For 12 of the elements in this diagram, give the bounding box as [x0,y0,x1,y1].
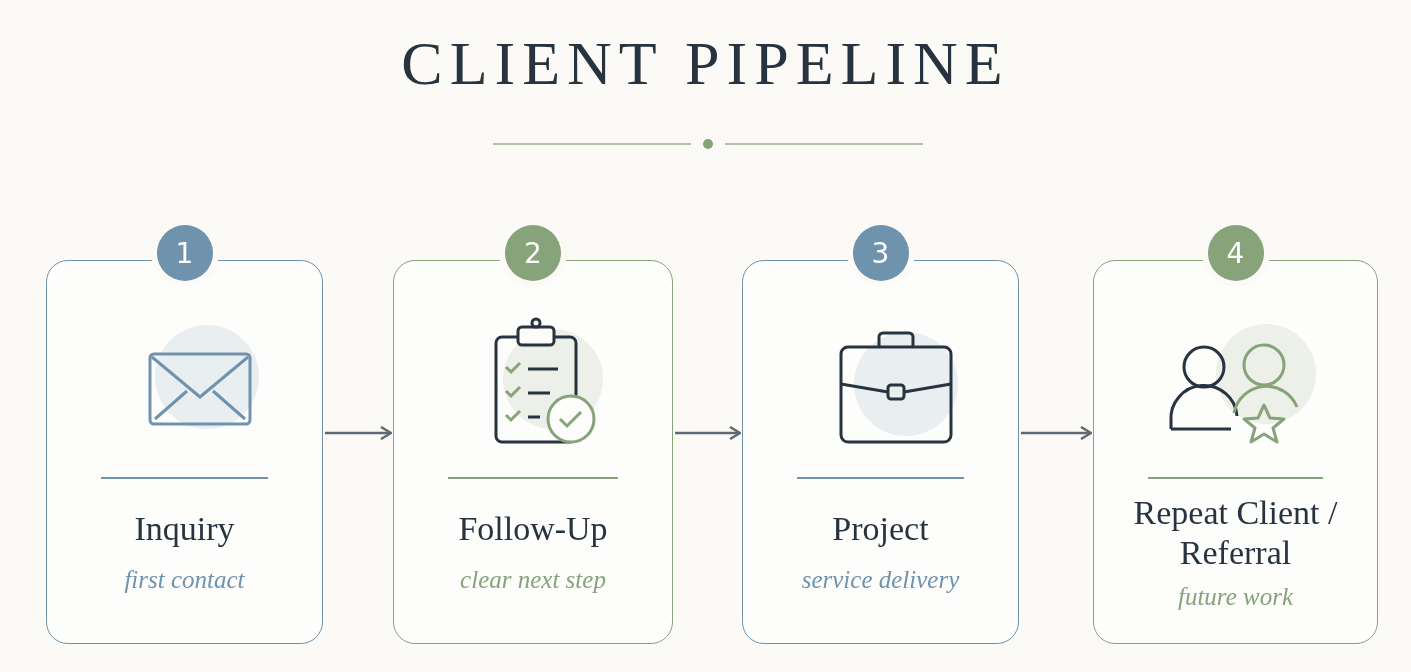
step-title: Inquiry [133,509,236,549]
arrow [675,425,742,441]
arrow [325,425,393,441]
step-title: Repeat Client / Referral [1132,493,1339,573]
arrow [1021,425,1093,441]
step-subtitle: service delivery [800,566,961,594]
title: CLIENT PIPELINE [401,28,1010,99]
step-subtitle: future work [1176,583,1295,611]
step-title: Project [831,509,930,549]
step-subtitle: first contact [123,566,246,594]
step-subtitle: clear next step [459,566,607,594]
step-title: Follow-Up [457,509,609,549]
